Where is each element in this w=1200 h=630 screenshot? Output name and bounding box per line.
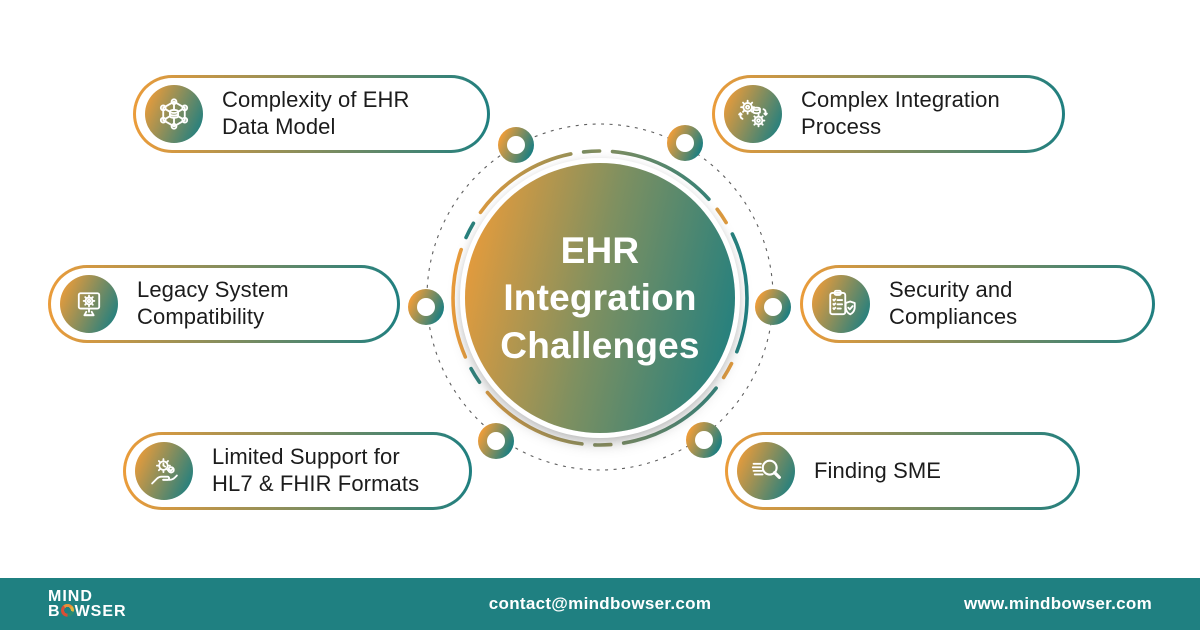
- logo-o-swirl-icon: [61, 604, 75, 617]
- card-label: Security and Compliances: [889, 277, 1018, 329]
- security-compliance-icon: [812, 275, 870, 333]
- card-label: Complexity of EHR Data Model: [222, 87, 410, 139]
- card-label: Legacy System Compatibility: [137, 277, 289, 329]
- card-limited-support-hl7-fhir: Limited Support for HL7 & FHIR Formats: [123, 432, 472, 510]
- card-complex-integration-process: Complex Integration Process: [712, 75, 1065, 153]
- legacy-system-icon: [60, 275, 118, 333]
- orbit-ring: [686, 422, 722, 458]
- orbit-ring: [408, 289, 444, 325]
- card-body: Complex Integration Process: [715, 78, 1062, 150]
- orbit-ring: [755, 289, 791, 325]
- integration-process-icon: [724, 85, 782, 143]
- card-label: Limited Support for HL7 & FHIR Formats: [212, 444, 420, 496]
- orbit-ring: [667, 125, 703, 161]
- search-list-icon: [737, 442, 795, 500]
- card-legacy-system-compatibility: Legacy System Compatibility: [48, 265, 400, 343]
- hand-gear-clock-icon: [135, 442, 193, 500]
- card-body: Limited Support for HL7 & FHIR Formats: [126, 435, 469, 507]
- card-body: Complexity of EHR Data Model: [136, 78, 487, 150]
- page-title: EHR Integration Challenges: [500, 229, 700, 366]
- card-label: Complex Integration Process: [801, 87, 1000, 139]
- data-model-icon: [145, 85, 203, 143]
- card-finding-sme: Finding SME: [725, 432, 1080, 510]
- orbit-ring: [498, 127, 534, 163]
- center-circle: EHR Integration Challenges: [465, 163, 735, 433]
- card-body: Finding SME: [728, 435, 1077, 507]
- card-security-and-compliances: Security and Compliances: [800, 265, 1155, 343]
- card-body: Legacy System Compatibility: [51, 268, 397, 340]
- website-url: www.mindbowser.com: [963, 594, 1152, 613]
- orbit-ring: [478, 423, 514, 459]
- card-body: Security and Compliances: [803, 268, 1152, 340]
- card-label: Finding SME: [814, 457, 942, 483]
- contact-email: contact@mindbowser.com: [488, 594, 712, 613]
- logo-line-1: MIND: [48, 587, 93, 605]
- card-complexity-ehr-data-model: Complexity of EHR Data Model: [133, 75, 490, 153]
